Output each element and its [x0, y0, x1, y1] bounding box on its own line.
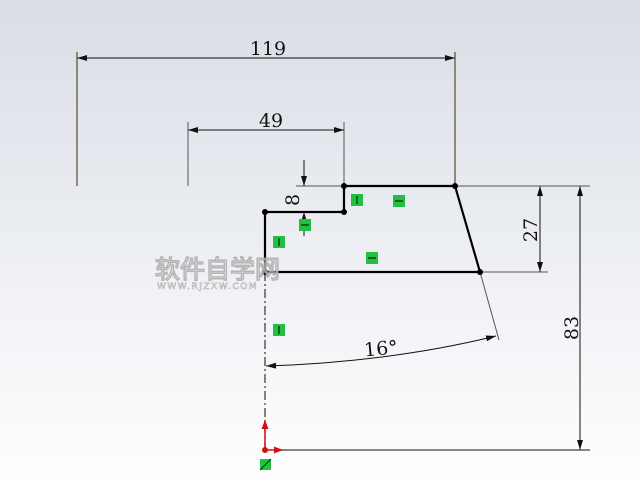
dimension-83[interactable]: 83 [282, 185, 590, 451]
dimension-label-49[interactable]: 49 [259, 110, 283, 132]
watermark: 软件自学网 WWW.RJZXW.COM [155, 255, 281, 293]
dimension-label-27[interactable]: 27 [520, 218, 542, 242]
sketch-points[interactable] [262, 183, 483, 275]
dimension-27[interactable]: 27 [455, 185, 548, 273]
dimension-119[interactable]: 119 [76, 38, 456, 186]
dimension-label-16deg[interactable]: 16° [363, 337, 398, 362]
relation-icon-horizontal[interactable] [366, 252, 378, 264]
dimension-label-8[interactable]: 8 [282, 194, 304, 206]
svg-text:软件自学网: 软件自学网 [155, 255, 280, 284]
relation-icon-horizontal[interactable] [299, 219, 311, 231]
origin-icon[interactable] [259, 420, 283, 471]
dimension-label-83[interactable]: 83 [561, 316, 583, 340]
dimension-49[interactable]: 49 [187, 110, 345, 186]
svg-text:WWW.RJZXW.COM: WWW.RJZXW.COM [157, 282, 258, 292]
dimension-label-119[interactable]: 119 [250, 38, 286, 60]
relation-icon-vertical[interactable] [273, 236, 285, 248]
dimension-8[interactable]: 8 [282, 160, 344, 236]
dimension-angle-16[interactable]: 16° [265, 271, 500, 369]
relation-icon-vertical[interactable] [273, 324, 285, 336]
relation-icon-vertical[interactable] [351, 194, 363, 206]
relation-icon-horizontal[interactable] [393, 195, 405, 207]
